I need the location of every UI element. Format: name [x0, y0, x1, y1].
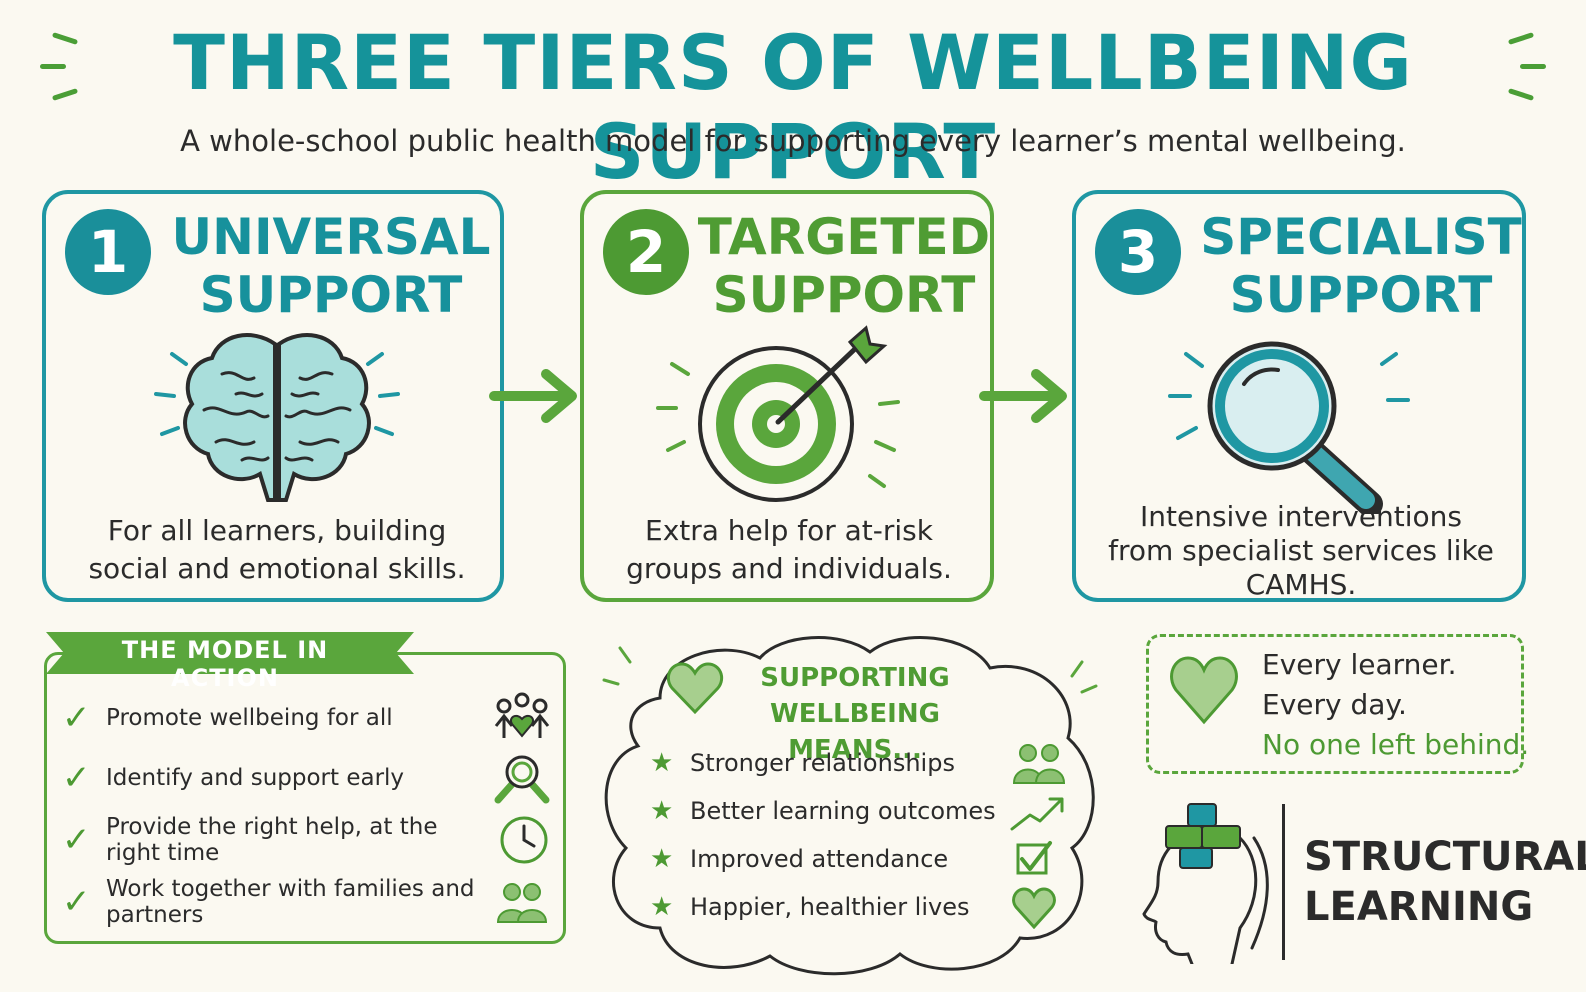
action-banner [46, 632, 414, 674]
page-title: THREE TIERS OF WELLBEING SUPPORT [173, 18, 1413, 196]
check-icon: ✓ [62, 758, 91, 798]
list-item-label: Provide the right help, at the right tim… [106, 814, 438, 866]
cloud-heading: SUPPORTING WELLBEING MEANS... [760, 663, 950, 765]
structural-learning-logo [1142, 803, 1269, 964]
brain-icon [154, 333, 400, 502]
list-item: ✓ Work together with families and partne… [62, 874, 552, 930]
heart-icon [1170, 656, 1238, 725]
logo-divider [1282, 804, 1285, 960]
heart-icon [666, 662, 724, 715]
arrow-right-icon [979, 369, 1067, 423]
people-icon [1012, 744, 1066, 784]
tier-description: For all learners, building social and em… [88, 514, 466, 585]
list-item-label: Improved attendance [690, 845, 949, 873]
star-icon: ★ [650, 844, 674, 874]
arrow-right-icon [489, 369, 577, 423]
clock-icon [500, 816, 548, 864]
tier-description: Extra help for at-risk groups and indivi… [626, 514, 952, 585]
heart-icon [1012, 887, 1056, 929]
motto-line: Every learner. [1262, 648, 1457, 681]
tier-description: Intensive interventions from specialist … [1108, 500, 1494, 601]
star-icon: ★ [650, 796, 674, 826]
tier-number-badge: 2 [598, 204, 694, 300]
trend-up-icon [1010, 797, 1064, 831]
tier-title: UNIVERSAL SUPPORT [171, 208, 491, 324]
list-item: ★ Better learning outcomes [650, 788, 1070, 834]
thought-cloud [602, 636, 1098, 976]
checkbox-icon [1016, 841, 1052, 875]
tier-title: SPECIALIST SUPPORT [1200, 208, 1522, 324]
list-item-label: Happier, healthier lives [690, 893, 970, 921]
tier-number-badge: 3 [1090, 204, 1186, 300]
target-icon [656, 325, 900, 502]
tier-card-targeted: 2 TARGETED SUPPORT Extra help for at-ris… [580, 190, 994, 602]
tier-title: TARGETED SUPPORT [697, 208, 991, 324]
list-item-label: Stronger relationships [690, 749, 955, 777]
community-icon [494, 692, 550, 738]
action-banner-label: THE MODEL IN ACTION [121, 636, 329, 692]
page-subtitle: A whole-school public health model for s… [180, 124, 1406, 158]
logo-line: LEARNING [1304, 884, 1534, 930]
list-item-label: Better learning outcomes [690, 797, 996, 825]
motto-line: Every day. [1262, 688, 1407, 721]
list-item-label: Work together with families and partners [106, 876, 475, 928]
star-icon: ★ [650, 892, 674, 922]
list-item: ★ Happier, healthier lives [650, 884, 1070, 930]
list-item: ★ Improved attendance [650, 836, 1070, 882]
check-icon: ✓ [62, 882, 91, 922]
list-item: ★ Stronger relationships [650, 740, 1070, 786]
check-icon: ✓ [62, 820, 91, 860]
motto-line-highlight: No one left behind. [1262, 728, 1530, 761]
list-item: ✓ Identify and support early [62, 750, 552, 806]
check-icon: ✓ [62, 698, 91, 738]
tier-card-universal: 1 UNIVERSAL SUPPORT For all learners, bu… [42, 190, 504, 602]
star-icon: ★ [650, 748, 674, 778]
list-item-label: Promote wellbeing for all [106, 705, 393, 731]
search-icon [494, 755, 550, 804]
tier-number-badge: 1 [60, 204, 156, 300]
magnifier-icon [1168, 341, 1410, 514]
list-item-label: Identify and support early [106, 765, 405, 791]
people-icon [496, 883, 548, 923]
list-item: ✓ Promote wellbeing for all [62, 690, 552, 746]
list-item: ✓ Provide the right help, at the right t… [62, 812, 552, 868]
logo-wordmark: STRUCTURAL LEARNING [1304, 832, 1586, 932]
motto-panel [1146, 634, 1524, 774]
tier-card-specialist: 3 SPECIALIST SUPPORT Intensive intervent… [1072, 190, 1526, 602]
logo-line: STRUCTURAL [1304, 834, 1586, 880]
